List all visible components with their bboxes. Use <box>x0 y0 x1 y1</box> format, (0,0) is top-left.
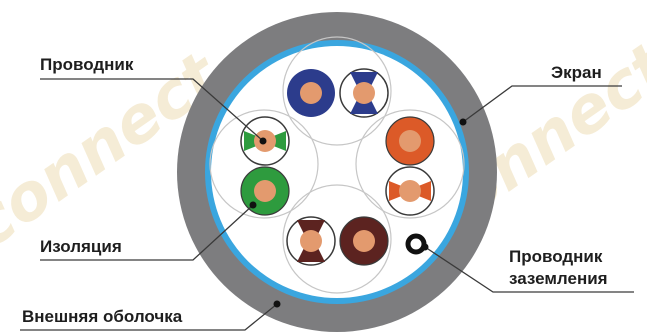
leader-drain <box>424 246 634 293</box>
separator-right <box>355 109 465 219</box>
label-screen: Экран <box>551 63 602 82</box>
blue-pair <box>287 68 389 118</box>
leader-dot-outer-jacket <box>273 300 281 308</box>
label-outer-jacket: Внешняя оболочка <box>22 307 183 326</box>
drain-wire <box>405 233 427 255</box>
blue-white-stripe <box>350 72 378 114</box>
green-white-stripe <box>244 131 286 151</box>
label-insulation: Изоляция <box>40 237 122 256</box>
leader-lines <box>20 78 634 331</box>
orange-white-stripe <box>389 181 431 201</box>
leader-insulation <box>40 204 254 261</box>
green-wire-conductor <box>254 180 276 202</box>
orange-white-wire-conductor <box>399 180 421 202</box>
orange-wire-conductor <box>399 130 421 152</box>
cable-core <box>211 46 463 298</box>
leader-screen <box>462 85 622 123</box>
label-drain-line1: Проводник <box>509 247 603 266</box>
orange-pair <box>385 116 435 216</box>
leader-conductor <box>40 78 264 142</box>
leader-dot-drain <box>421 243 429 251</box>
brown-white-stripe <box>297 220 325 262</box>
brown-pair <box>286 216 389 266</box>
leader-outer-jacket <box>20 303 278 331</box>
leader-dot-screen <box>459 118 467 126</box>
separator-bottom <box>282 184 392 294</box>
brown-wire-conductor <box>353 230 375 252</box>
separator-left <box>209 109 319 219</box>
label-conductor: Проводник <box>40 55 134 74</box>
blue-white-wire-conductor <box>353 82 375 104</box>
leader-dot-insulation <box>249 201 257 209</box>
pair-separators <box>209 36 465 294</box>
blue-wire-conductor <box>300 82 322 104</box>
label-drain-line2: заземления <box>509 269 608 288</box>
brown-white-wire-conductor <box>300 230 322 252</box>
separator-top <box>282 36 392 146</box>
leader-dot-conductor <box>259 137 267 145</box>
